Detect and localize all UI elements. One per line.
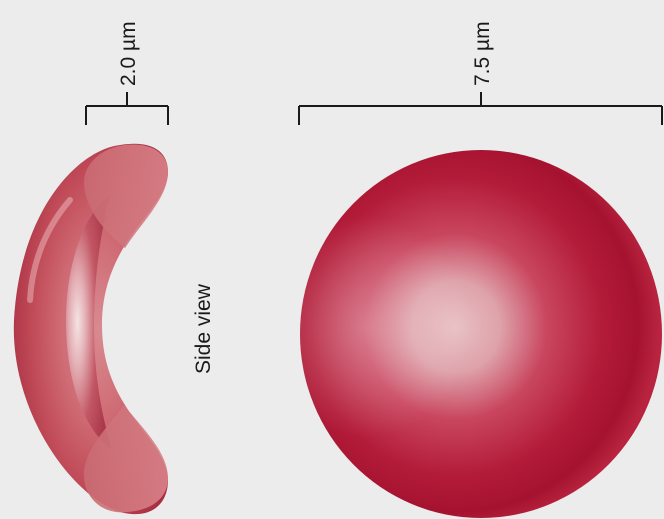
side-view-label: Side view xyxy=(193,284,214,374)
side-measure-label: 2.0 µm xyxy=(118,21,139,86)
face-measure-label: 7.5 µm xyxy=(472,21,493,86)
side-measure-bracket xyxy=(86,92,168,125)
face-measure-bracket xyxy=(299,92,662,125)
rbc-face-view xyxy=(300,150,662,518)
rbc-side-view xyxy=(14,144,168,514)
